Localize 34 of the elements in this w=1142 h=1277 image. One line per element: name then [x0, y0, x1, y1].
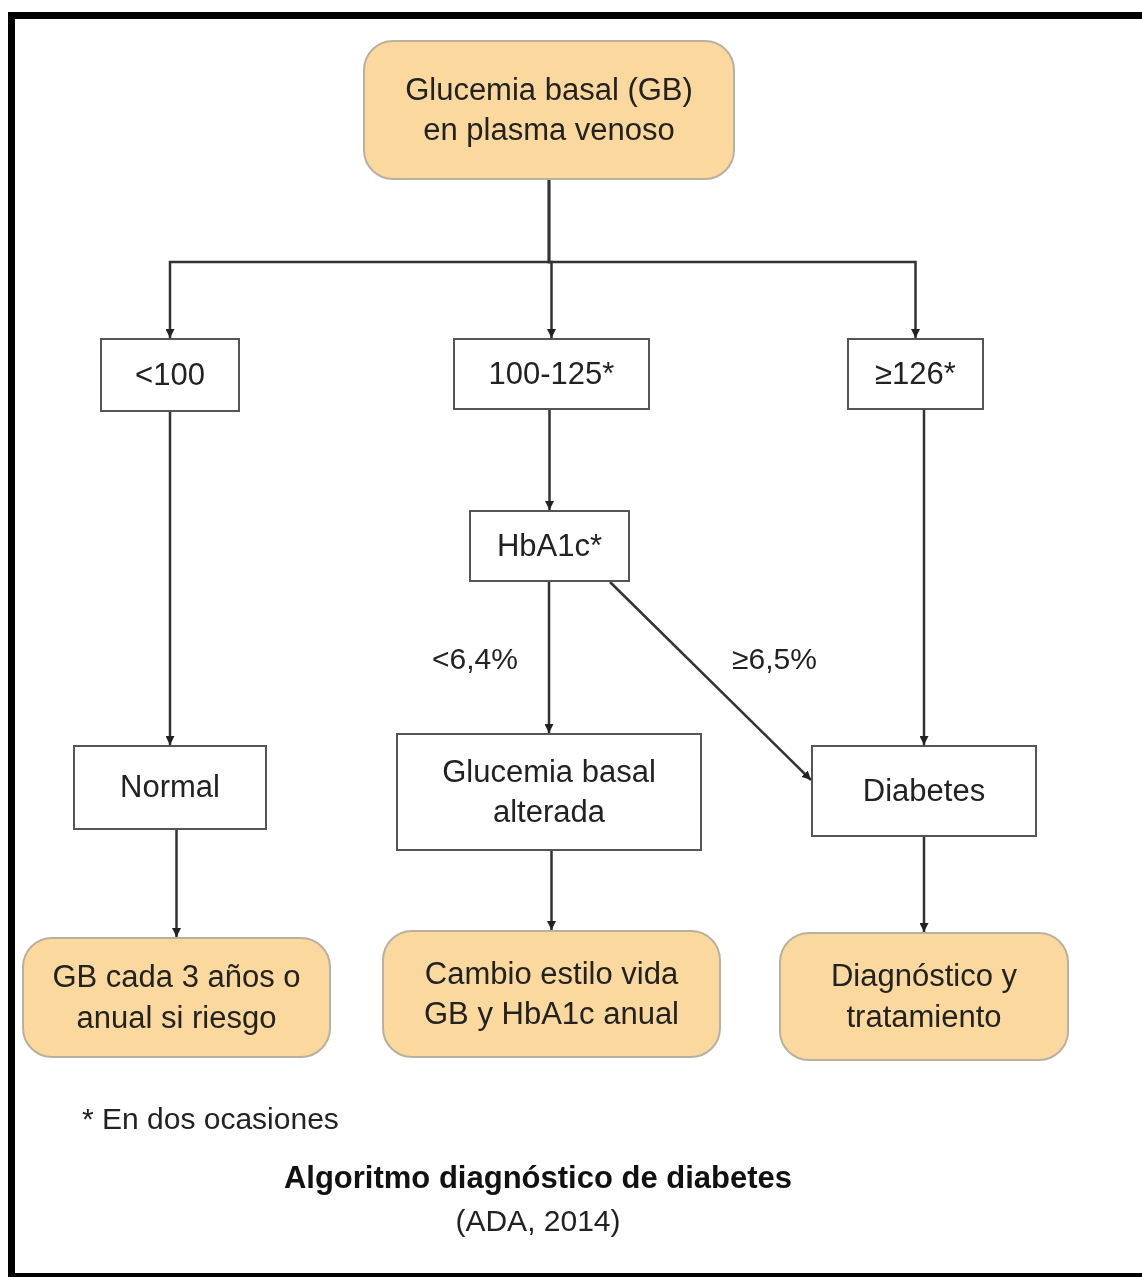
- caption: (ADA, 2014): [454, 1204, 622, 1238]
- process-box: [453, 338, 650, 410]
- node-text: 100-125*: [488, 354, 615, 393]
- arrow: [919, 837, 929, 932]
- process-box: [396, 733, 702, 851]
- node-text: Glucemia basal alterada: [441, 752, 657, 831]
- node-text: HbA1c*: [496, 526, 603, 565]
- rounded-box: [22, 937, 331, 1058]
- arrow: [172, 830, 181, 937]
- node-text: GB cada 3 años o anual si riesgo: [51, 958, 302, 1037]
- node-text: Cambio estilo vida GB y HbA1c anual: [423, 954, 680, 1033]
- arrow: [609, 581, 812, 781]
- arrow: [919, 410, 929, 745]
- process-box: [73, 745, 267, 830]
- rounded-box: [363, 40, 735, 180]
- node-text: Glucemia basal (GB) en plasma venoso: [404, 70, 694, 149]
- footnote: * En dos ocasiones: [82, 1102, 339, 1136]
- process-box: [100, 338, 240, 412]
- node-text: <100: [135, 355, 205, 394]
- process-box: [811, 745, 1037, 837]
- node-text: Diabetes: [862, 771, 986, 810]
- rounded-box: [382, 930, 721, 1058]
- process-box: [847, 338, 984, 410]
- node-text: ≥126*: [875, 354, 956, 393]
- node-text: Diagnóstico y tratamiento: [829, 957, 1019, 1036]
- node-text: Normal: [120, 768, 220, 807]
- process-box: [469, 510, 630, 582]
- arrow: [545, 410, 554, 510]
- arrow: [544, 582, 554, 733]
- arrow: [547, 180, 920, 338]
- arrow: [547, 851, 556, 930]
- rounded-box: [779, 932, 1069, 1061]
- title: Algoritmo diagnóstico de diabetes: [282, 1160, 794, 1196]
- arrow: [165, 412, 175, 745]
